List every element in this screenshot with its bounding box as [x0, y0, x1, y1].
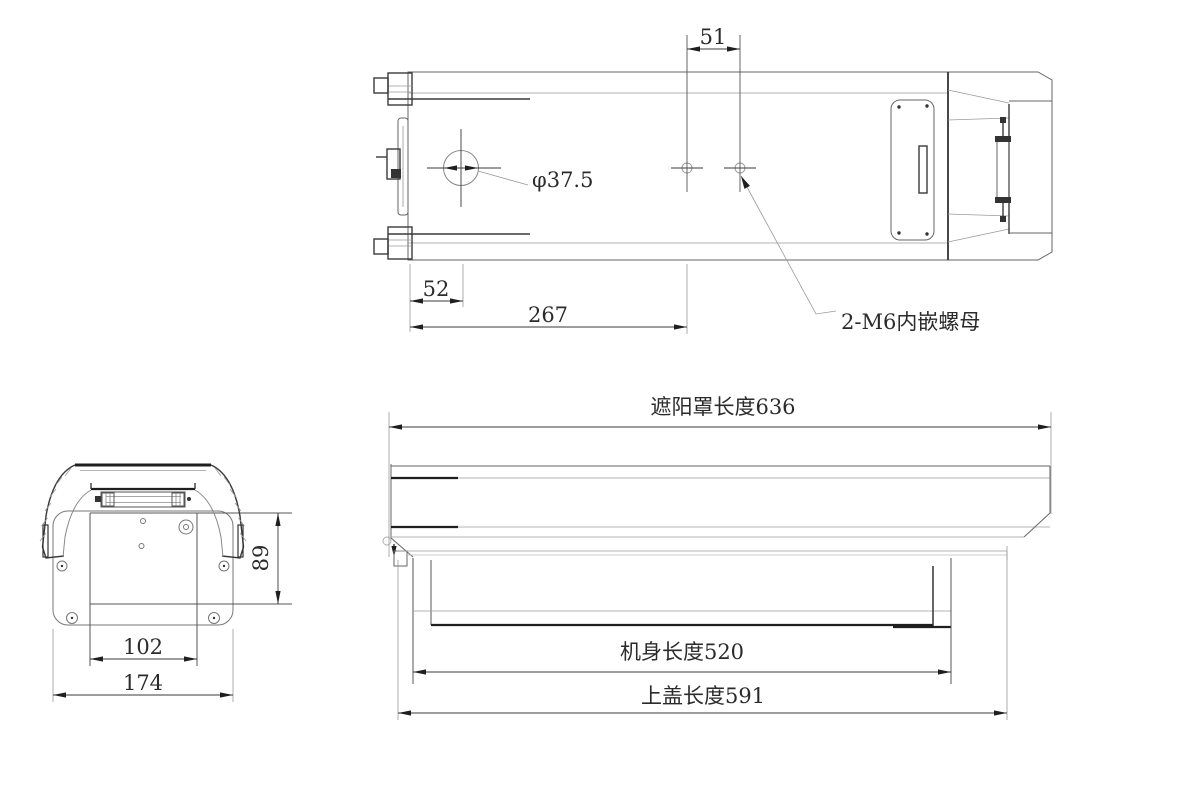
top-view-outline [407, 71, 1053, 261]
cover-length-label: 上盖长度591 [641, 684, 765, 708]
dim-267: 267 [410, 264, 688, 334]
side-body [412, 558, 952, 684]
sunshade-arch [39, 463, 247, 559]
hole-diameter-label: φ37.5 [532, 168, 593, 192]
dim-174-label: 174 [123, 671, 163, 695]
dim-174: 174 [52, 629, 234, 702]
mounting-rail [95, 491, 191, 508]
hatch-ticks [39, 467, 247, 542]
dim-102: 102 [90, 635, 197, 662]
m6-insert-holes [671, 35, 756, 192]
dim-267-label: 267 [528, 303, 568, 327]
front-screws [56, 518, 230, 624]
mounting-plate [89, 512, 292, 666]
dim-sunshade-length: 遮阳罩长度636 [388, 395, 1052, 557]
front-body-outline [52, 510, 234, 626]
dim-52: 52 [409, 264, 464, 332]
rear-connector [995, 104, 1011, 234]
dim-89-label: 89 [249, 545, 273, 572]
dim-body-length: 机身长度520 [413, 640, 951, 675]
rear-access-panel [890, 99, 935, 241]
dim-cover-length: 上盖长度591 [397, 546, 1008, 720]
top-view: φ37.5 51 [373, 25, 1053, 334]
left-latch-panel [376, 117, 409, 216]
sunshade-length-label: 遮阳罩长度636 [650, 395, 795, 419]
side-top-cover [397, 550, 1008, 560]
dim-89: 89 [249, 513, 281, 604]
dim-52-label: 52 [423, 277, 450, 301]
side-sunshade [382, 464, 1051, 567]
m6-note-label: 2-M6内嵌螺母 [841, 310, 980, 334]
left-clamp-bottom [373, 226, 413, 260]
body-length-label: 机身长度520 [620, 640, 744, 664]
rear-end-cap [1009, 100, 1052, 234]
rear-flare [947, 89, 1010, 243]
dim-102-label: 102 [123, 635, 163, 659]
lens-hole [427, 129, 529, 207]
m6-note: 2-M6内嵌螺母 [740, 175, 980, 334]
side-view: 遮阳罩长度636 机身长度520 上盖长度591 [382, 395, 1052, 720]
dim-51-label: 51 [700, 25, 727, 49]
front-view: 89 102 174 [39, 463, 292, 702]
dim-51: 51 [687, 25, 740, 52]
left-clamp-top [373, 72, 413, 106]
